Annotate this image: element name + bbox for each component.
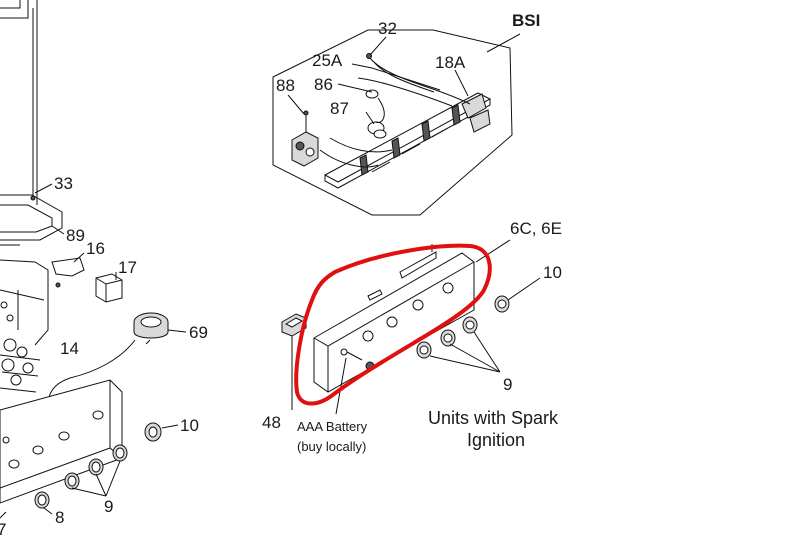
part-label-87: 87 [330,99,349,118]
left-control-panel [0,379,123,504]
part-label-32: 32 [378,19,397,38]
left-bezels [34,422,162,509]
bsi-manifold [323,92,492,189]
part-label-6c-6e: 6C, 6E [510,219,562,238]
bsi-label: BSI [512,11,540,30]
part-label-9-left: 9 [104,497,113,516]
grill-body-assembly [0,0,169,509]
right-bezels [416,295,510,359]
part-label-8: 8 [55,508,64,527]
part-label-25a: 25A [312,51,343,70]
part-label-7: 7 [0,520,6,538]
igniter-module-48 [281,313,307,410]
part-label-18a: 18A [435,53,466,72]
left-leader-lines [0,183,187,519]
part-label-69: 69 [189,323,208,342]
bsi-inset [272,29,521,216]
part-label-88: 88 [276,76,295,95]
spark-note-line2: Ignition [467,430,525,450]
battery-note-line1: AAA Battery [297,419,368,434]
part-label-10-left: 10 [180,416,199,435]
part-label-9-right: 9 [503,375,512,394]
part-label-33: 33 [54,174,73,193]
diagram-labels: BSI 32 25A 18A 88 86 87 33 89 16 17 69 1… [0,11,562,538]
part-label-17: 17 [118,258,137,277]
part-label-86: 86 [314,75,333,94]
valve-cluster [0,301,41,393]
highlight-outline [294,243,492,406]
spark-note-line1: Units with Spark [428,408,559,428]
part-label-10-right: 10 [543,263,562,282]
right-leader-lines [335,239,541,415]
part-label-48: 48 [262,413,281,432]
bsi-valve [291,115,319,167]
battery-note-line2: (buy locally) [297,439,366,454]
part-label-14: 14 [60,339,79,358]
ignition-module-69 [133,312,169,345]
part-label-16: 16 [86,239,105,258]
right-control-panel [313,244,475,393]
part-label-89: 89 [66,226,85,245]
